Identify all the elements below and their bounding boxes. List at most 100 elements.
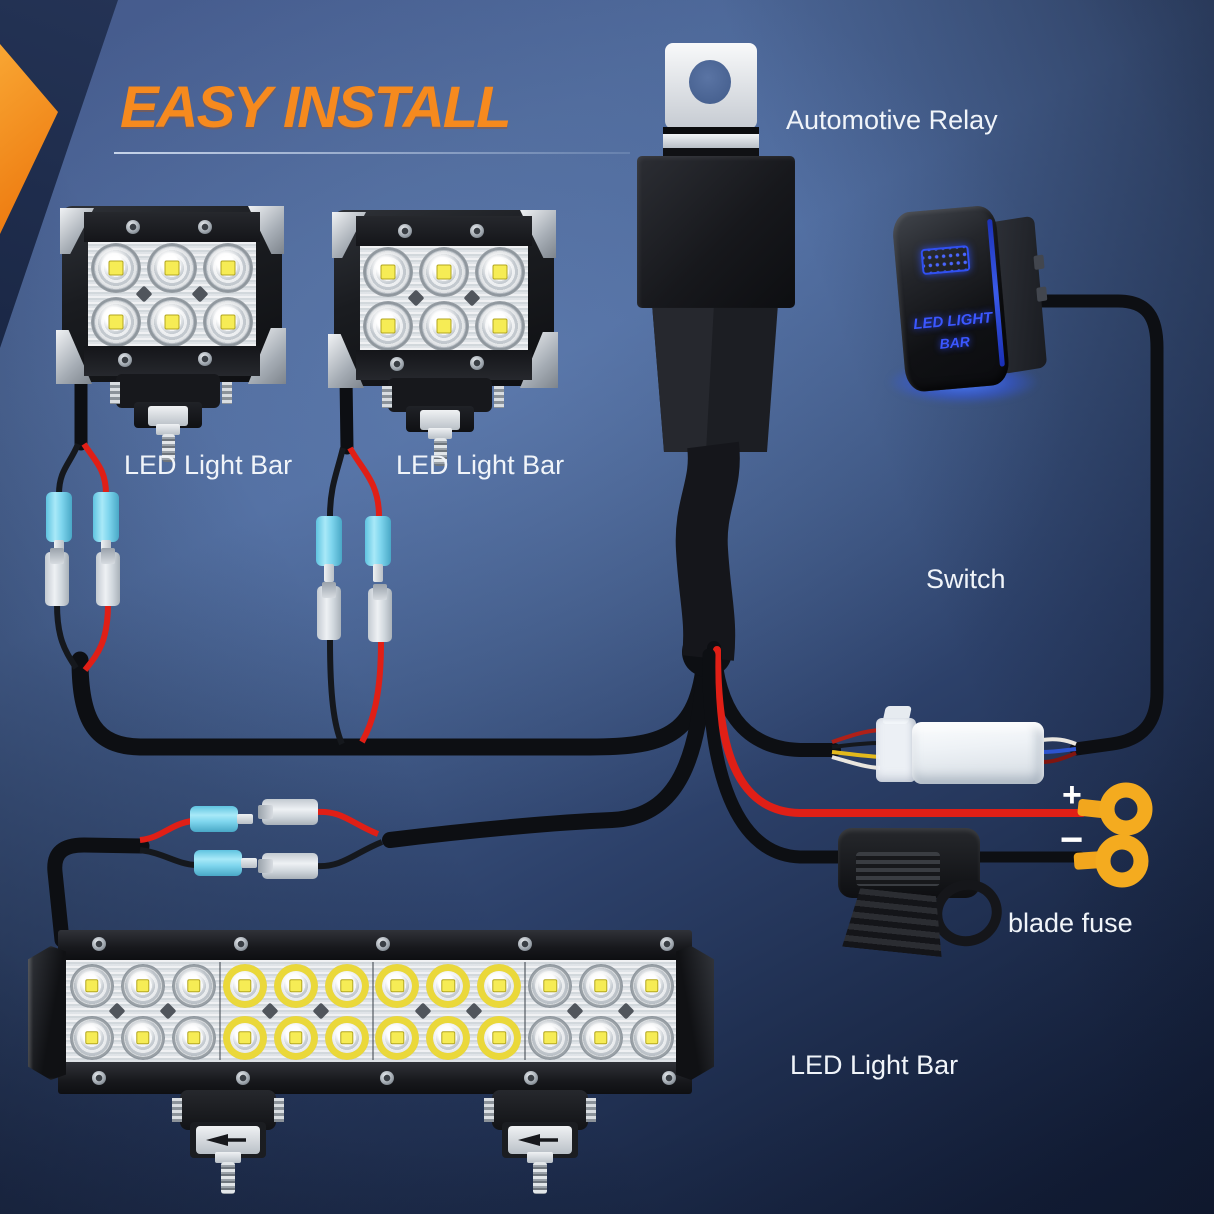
- screw: [380, 1071, 394, 1085]
- led-lamp: [363, 247, 413, 297]
- screw: [398, 224, 412, 238]
- relay-sleeve: [675, 441, 740, 661]
- socket-tip: [322, 582, 336, 598]
- connector-wire-white-right: [1041, 737, 1077, 746]
- pod2-spade-female: [368, 584, 392, 642]
- connector-wire-darkred-right: [1041, 751, 1077, 764]
- spade-blade: [237, 814, 253, 824]
- mainbar-spade-female: [258, 799, 318, 825]
- pod2-label: LED Light Bar: [396, 450, 565, 480]
- foot-bolt: [533, 1162, 547, 1194]
- socket-tip: [101, 548, 115, 564]
- screw: [390, 357, 404, 371]
- plug-connector-female: [912, 722, 1044, 784]
- led-lamp: [375, 964, 420, 1008]
- led-lamp: [120, 1016, 165, 1060]
- led-lamp: [91, 243, 141, 293]
- pod1-spade-male: [46, 492, 72, 558]
- pod2-spade-female: [317, 582, 341, 640]
- fuse-label: blade fuse: [1008, 908, 1133, 938]
- pod2-spade-male: [365, 516, 391, 582]
- relay-label: Automotive Relay: [786, 105, 998, 135]
- led-lamp: [171, 964, 216, 1008]
- led-lamp: [324, 1016, 369, 1060]
- pod1-bracket-knob: [222, 382, 232, 404]
- pod2-wire-black: [327, 447, 346, 517]
- mainbar-end-cap-left: [28, 946, 66, 1080]
- pod2-socket-wire-red: [359, 641, 384, 744]
- led-lamp: [419, 301, 469, 350]
- led-lamp: [629, 1016, 674, 1060]
- mainbar-label: LED Light Bar: [790, 1050, 959, 1080]
- foot-knob: [274, 1098, 284, 1122]
- socket-tip: [373, 584, 387, 600]
- mainbar-top-frame: [58, 930, 692, 960]
- led-lamp: [70, 964, 114, 1008]
- led-lamp: [419, 247, 469, 297]
- led-lamp: [477, 1016, 522, 1060]
- fuse-holder-cap: [842, 887, 948, 957]
- pod1-bottom-bezel: [84, 346, 260, 376]
- led-lamp: [120, 964, 165, 1008]
- pod1-base-plate: [148, 406, 188, 426]
- positive-ring-terminal: [1099, 782, 1153, 836]
- spade-blade: [373, 564, 383, 582]
- led-lamp: [70, 1016, 114, 1060]
- relay-body: [637, 156, 795, 308]
- screw: [518, 937, 532, 951]
- socket-tip: [258, 859, 273, 873]
- led-lamp: [475, 301, 525, 350]
- relay-band-dark1: [663, 127, 759, 134]
- negative-sign: −: [1060, 818, 1084, 862]
- spade-blade: [324, 564, 334, 582]
- led-lamp: [222, 964, 267, 1008]
- led-lamp: [324, 964, 369, 1008]
- pod1-spade-female: [96, 548, 120, 606]
- pod1-bracket-knob: [110, 382, 120, 404]
- relay-boot-highlight: [652, 304, 714, 452]
- harness-pods-cable: [71, 641, 715, 756]
- socket-tip: [258, 805, 273, 819]
- lens-section-divider: [372, 962, 374, 1060]
- led-lamp: [273, 964, 318, 1008]
- screw: [470, 224, 484, 238]
- mainbar-lens: [64, 960, 678, 1062]
- relay-band-silver: [663, 134, 759, 148]
- mainbar-spade-male: [190, 806, 253, 832]
- pod2-base-plate: [420, 410, 460, 430]
- pod2-bracket-knob: [382, 386, 392, 408]
- connector-wire-red: [831, 728, 881, 744]
- fuse-holder-ribs: [856, 852, 940, 886]
- screw: [126, 220, 140, 234]
- led-lamp: [147, 297, 197, 346]
- led-lamp: [426, 964, 471, 1008]
- mainbar-wire-red-left: [139, 818, 193, 843]
- mainbar-bottom-frame: [58, 1062, 692, 1094]
- relay-bracket-hole: [689, 60, 731, 104]
- led-lamp: [477, 964, 522, 1008]
- relay-to-connector-cable: [707, 641, 841, 757]
- screw: [234, 937, 248, 951]
- switch-face-line1: LED LIGHT: [912, 309, 993, 334]
- led-lamp: [273, 1016, 318, 1060]
- switch-label: Switch: [926, 564, 1006, 594]
- connector-wire-blue-right: [1041, 747, 1077, 754]
- led-lamp: [91, 297, 141, 346]
- pod2-cable-stub: [339, 371, 354, 455]
- mainbar-spade-female: [258, 853, 318, 879]
- pod2-socket-wire-black: [327, 639, 345, 746]
- pod1-lens: [88, 242, 256, 346]
- screw: [92, 937, 106, 951]
- led-lamp: [147, 243, 197, 293]
- negative-ring-terminal: [1095, 834, 1149, 888]
- pod2-spade-male: [316, 516, 342, 582]
- pod2-bottom-bezel: [356, 350, 532, 380]
- connector-wire-yellow: [831, 750, 881, 759]
- led-lamp: [363, 301, 413, 350]
- foot-knob: [172, 1098, 182, 1122]
- relay-band-dark2: [663, 148, 759, 156]
- screw: [118, 353, 132, 367]
- led-lamp: [475, 247, 525, 297]
- pod2-lens: [360, 246, 528, 350]
